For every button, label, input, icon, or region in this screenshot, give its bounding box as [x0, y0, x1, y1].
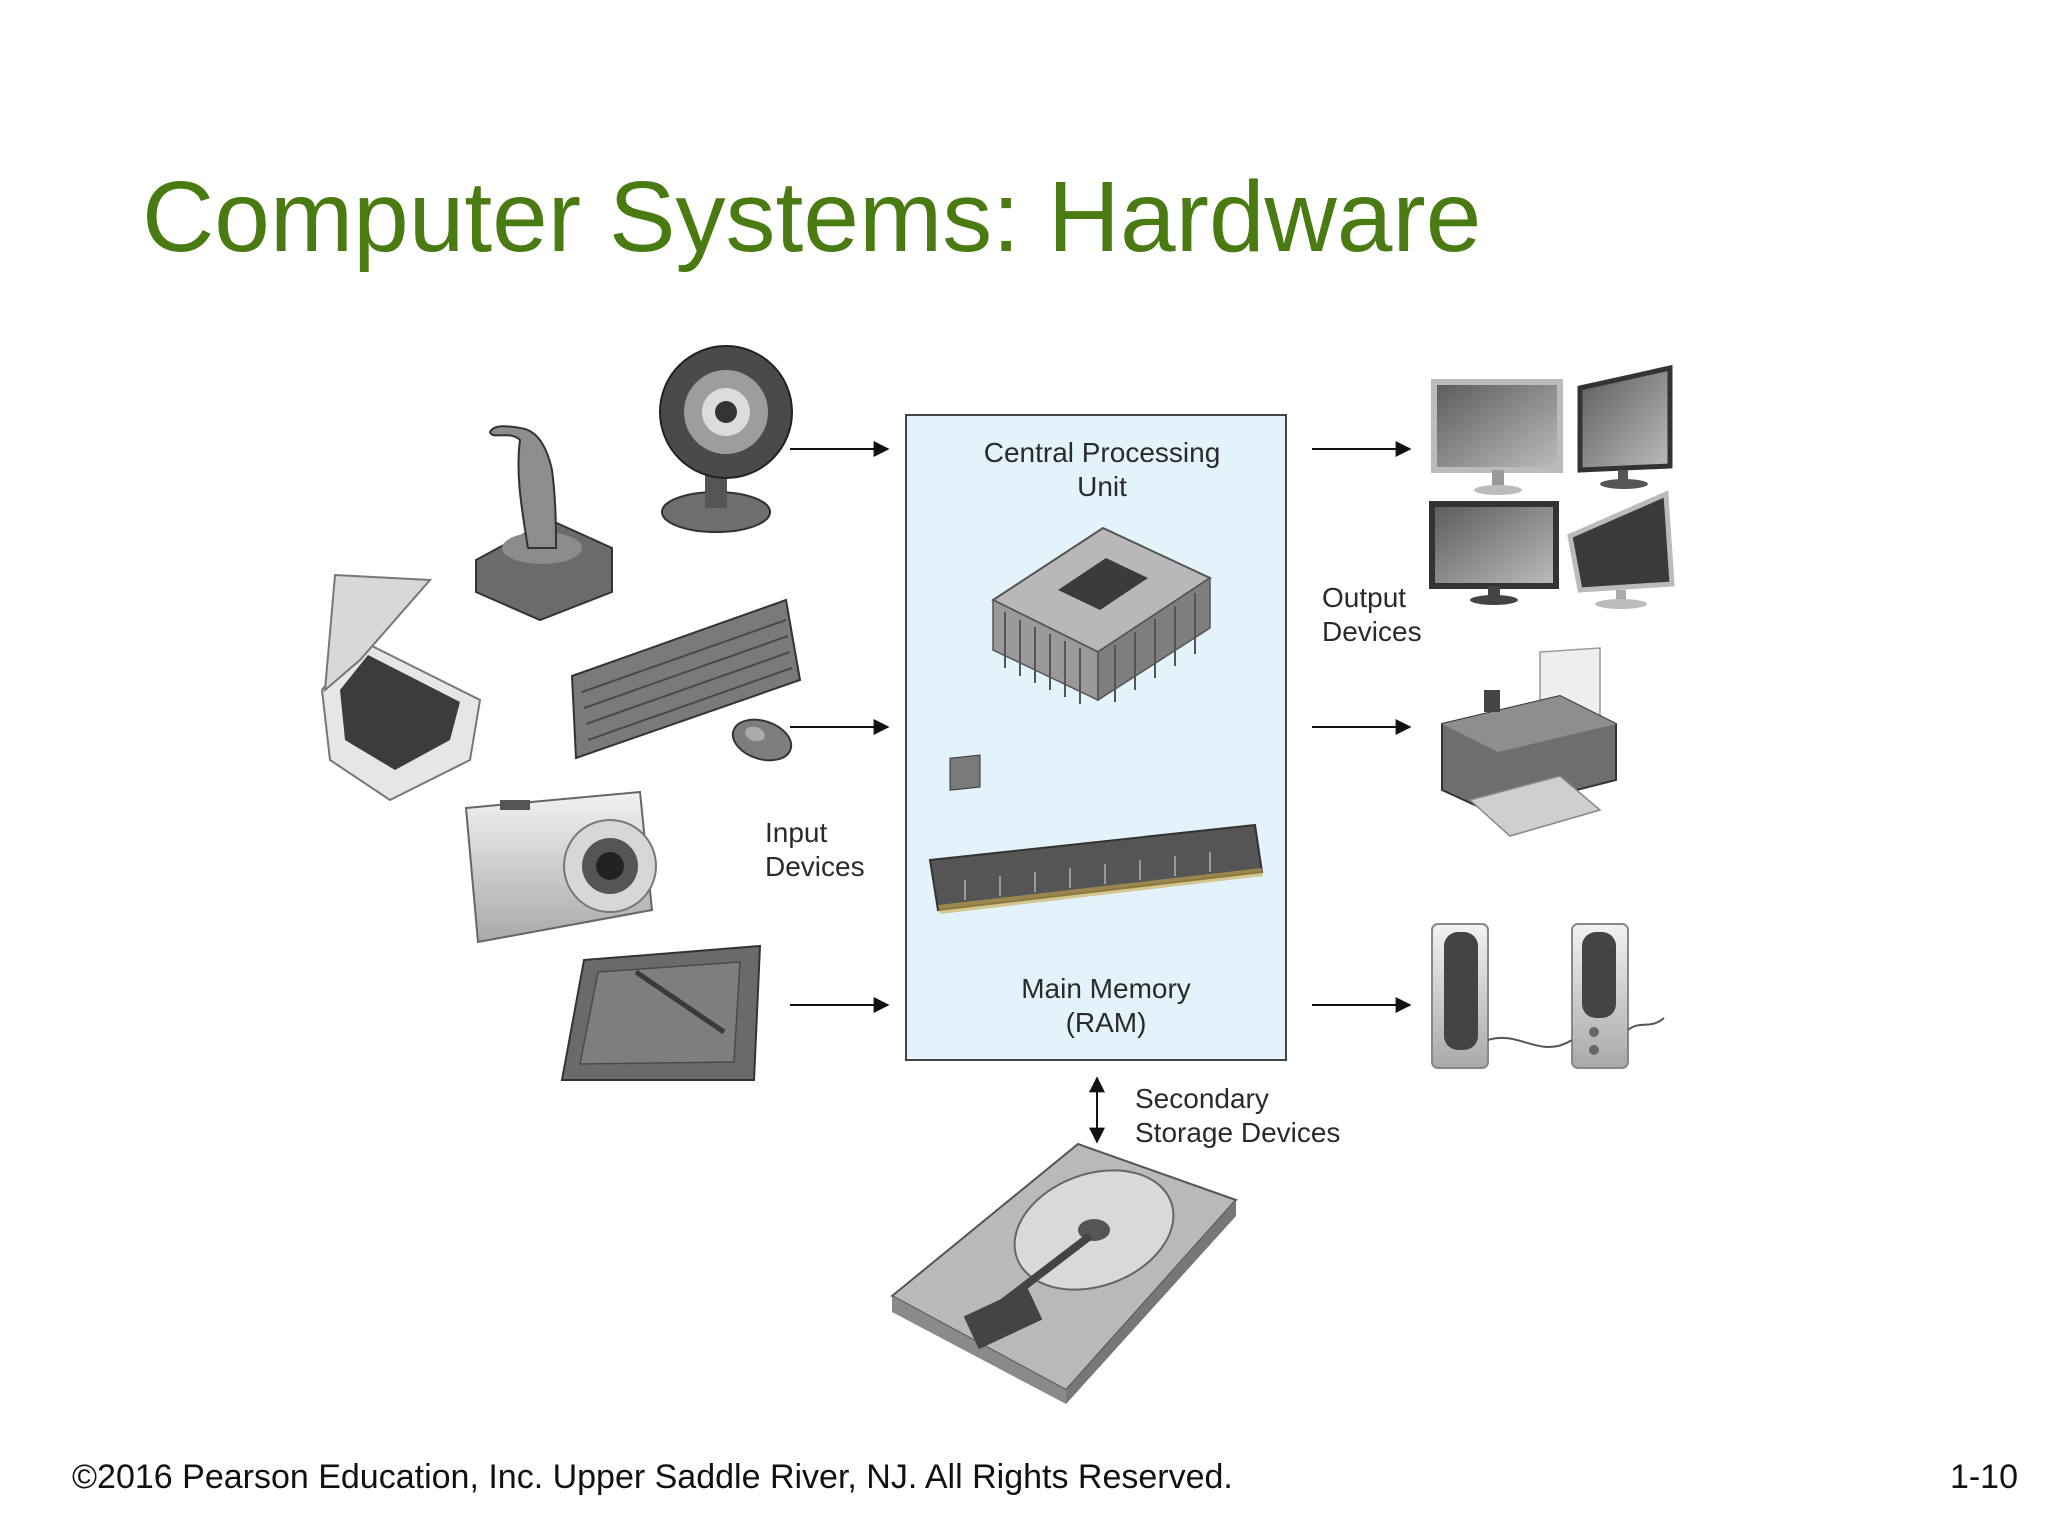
- printer-icon: [1441, 647, 1617, 837]
- storage-devices-label-line2: Storage Devices: [1135, 1117, 1340, 1148]
- monitor-icon-1: [1431, 379, 1563, 495]
- monitor-icon-2: [1577, 364, 1673, 489]
- copyright-notice: ©2016 Pearson Education, Inc. Upper Sadd…: [72, 1458, 1233, 1496]
- memory-label-line1: Main Memory: [1021, 973, 1191, 1004]
- cpu-memory-box: [905, 414, 1287, 1061]
- input-devices-label-line1: Input: [765, 817, 827, 848]
- storage-devices-label-line1: Secondary: [1135, 1083, 1269, 1114]
- cpu-label-line1: Central Processing: [984, 437, 1221, 468]
- webcam-icon: [659, 345, 793, 533]
- joystick-icon: [475, 425, 613, 622]
- input-devices-label-line2: Devices: [765, 851, 865, 882]
- monitor-icon-4: [1567, 490, 1675, 609]
- speaker-icon-left: [1431, 923, 1489, 1069]
- mouse-icon: [731, 718, 793, 762]
- speaker-icon-right: [1571, 923, 1629, 1069]
- slide-title: Computer Systems: Hardware: [142, 161, 1482, 273]
- output-devices-label-line2: Devices: [1322, 616, 1422, 647]
- monitor-icon-3: [1429, 501, 1559, 605]
- keyboard-icon: [570, 598, 802, 760]
- drawing-tablet-icon: [560, 944, 762, 1081]
- memory-label-line2: (RAM): [1066, 1007, 1147, 1038]
- scanner-icon: [320, 573, 482, 802]
- digital-camera-icon: [464, 790, 657, 944]
- ram-module-icon: [928, 754, 1264, 914]
- page-number: 1-10: [1949, 1458, 2018, 1496]
- hard-drive-icon: [890, 1142, 1238, 1404]
- speaker-cable: [1487, 1017, 1665, 1049]
- cpu-label-line2: Unit: [1077, 471, 1127, 502]
- output-devices-label-line1: Output: [1322, 582, 1406, 613]
- cpu-chip-icon: [990, 526, 1213, 704]
